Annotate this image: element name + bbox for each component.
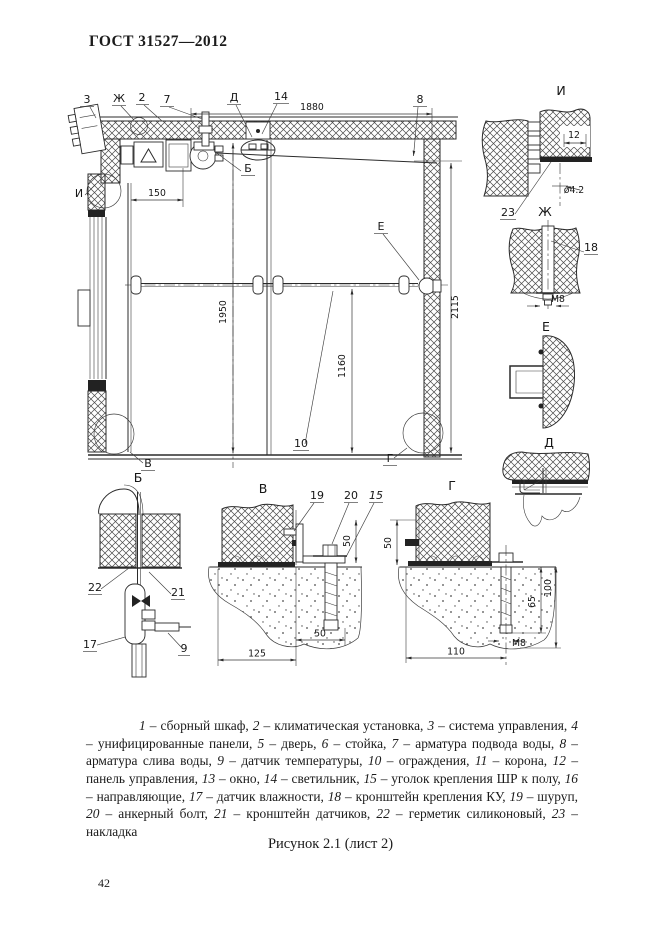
figure-legend: 1 – сборный шкаф, 2 – климатическая уста… <box>86 717 578 841</box>
dim-65: 65 <box>527 596 538 608</box>
callout-zh: Ж <box>113 92 125 105</box>
dim-150: 150 <box>148 188 166 199</box>
callout-b: Б <box>244 162 252 175</box>
dim-1950: 1950 <box>218 300 229 324</box>
dimension-110: 110 <box>405 567 507 663</box>
detail-title-d: Д <box>544 435 554 450</box>
detail-view-b: Б 22 21 17 9 <box>83 470 191 678</box>
standard-header: ГОСТ 31527—2012 <box>89 33 228 50</box>
detail-circle-g <box>402 412 444 454</box>
detail-title-e: Е <box>542 319 550 334</box>
legend-paragraph: 1 – сборный шкаф, 2 – климатическая уста… <box>86 718 579 840</box>
page-number: 42 <box>98 876 110 890</box>
callout-20: 20 <box>344 489 358 502</box>
door-hinge <box>77 289 91 327</box>
callout-v: В <box>144 457 152 470</box>
detail-title-v: В <box>259 481 268 496</box>
left-joint-block <box>87 173 106 211</box>
top-beam <box>99 120 457 140</box>
dimension-1950: 1950 <box>218 142 235 454</box>
detail-view-zh: Ж 18 M8 <box>508 204 598 312</box>
callout-i: И <box>75 187 83 200</box>
climate-unit <box>120 139 224 172</box>
detail-view-g: Г 50 65 <box>383 478 561 665</box>
callout-23: 23 <box>501 206 515 219</box>
dimension-125: 125 <box>217 567 297 666</box>
dim-50g: 50 <box>383 537 394 549</box>
control-system-unit <box>67 103 107 155</box>
detail-circle-zh <box>130 117 148 135</box>
callout-17: 17 <box>83 638 97 651</box>
main-view-cabinet: 1880 150 1950 1160 2115 3 <box>67 90 462 471</box>
dimension-1160: 1160 <box>337 288 354 454</box>
callout-9: 9 <box>181 642 188 655</box>
dim-110: 110 <box>447 647 465 658</box>
detail-view-d: Д <box>502 435 590 527</box>
dim-50h: 50 <box>314 629 326 640</box>
dim-50v: 50 <box>342 535 353 547</box>
dim-2115: 2115 <box>450 295 461 319</box>
right-post <box>423 138 441 458</box>
detail-view-i: И 12 ø4.2 23 <box>481 83 592 220</box>
callout-18: 18 <box>584 241 598 254</box>
dimension-1880: 1880 <box>190 102 433 139</box>
callout-2: 2 <box>139 91 146 104</box>
callout-e: Е <box>378 220 385 233</box>
drain-line <box>215 152 438 164</box>
detail-title-zh: Ж <box>538 204 552 219</box>
dimension-2115: 2115 <box>449 162 461 454</box>
temperature-sensor <box>154 622 180 632</box>
dimension-50-g: 50 <box>383 519 416 566</box>
callout-19: 19 <box>310 489 324 502</box>
dim-m8-zh: M8 <box>551 294 565 305</box>
technical-drawing: 1880 150 1950 1160 2115 3 <box>67 83 598 678</box>
dimension-100: 100 <box>520 566 561 649</box>
dim-100: 100 <box>543 579 554 597</box>
warning-triangle-icon <box>140 147 157 163</box>
dimension-65: 65 <box>512 566 546 634</box>
callout-10: 10 <box>294 437 308 450</box>
dimension-50h-v: 50 <box>295 628 346 646</box>
callout-d: Д <box>230 91 239 104</box>
main-callouts: 3 Ж 2 7 Д 14 8 Б И Е <box>75 90 427 471</box>
detail-title-b: Б <box>134 470 143 485</box>
dim-dia42: ø4.2 <box>564 185 584 196</box>
dim-125: 125 <box>248 649 266 660</box>
dimension-150: 150 <box>130 168 184 207</box>
dim-1880: 1880 <box>300 102 324 113</box>
callout-21: 21 <box>171 586 185 599</box>
callout-22: 22 <box>88 581 102 594</box>
dim-m8-g: M8 <box>512 638 526 649</box>
callout-8: 8 <box>417 93 424 106</box>
detail-view-e: Е <box>509 319 575 429</box>
callout-3: 3 <box>84 93 91 106</box>
dim-12: 12 <box>568 130 580 141</box>
callout-14: 14 <box>274 90 288 103</box>
dimension-50v-v: 50 <box>342 519 358 564</box>
callout-7: 7 <box>164 93 171 106</box>
detail-circle-i <box>86 173 122 209</box>
dim-1160: 1160 <box>337 354 348 378</box>
detail-title-g: Г <box>448 478 456 493</box>
figure-caption: Рисунок 2.1 (лист 2) <box>267 836 394 852</box>
detail-circle-v <box>93 413 135 455</box>
handle-rail <box>125 275 448 295</box>
callout-15: 15 <box>369 489 383 502</box>
detail-title-i: И <box>556 83 565 98</box>
detail-view-v: В 50 50 <box>208 481 383 666</box>
callout-g: Г <box>387 452 394 465</box>
